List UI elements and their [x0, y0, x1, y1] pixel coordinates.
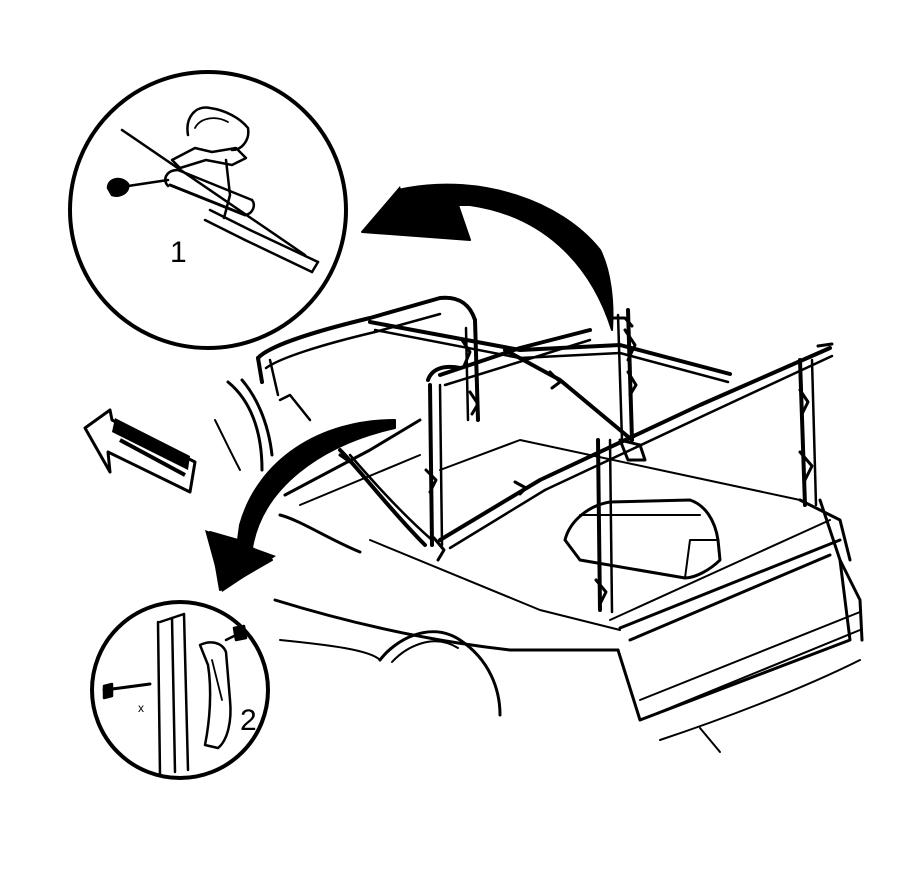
callout-1: 1	[68, 70, 348, 350]
truck-body	[214, 378, 864, 753]
callout-2-number: 2	[240, 704, 257, 737]
top-frame	[256, 295, 834, 614]
curved-callout-arrow-icon	[361, 183, 614, 331]
callout-1-number: 1	[170, 236, 187, 269]
front-direction-arrow-icon	[83, 408, 197, 494]
curved-callout-arrow-icon-2	[205, 419, 396, 592]
frame-clamps	[338, 316, 834, 606]
callout-2-mark: x	[138, 701, 144, 715]
callout-2: x 2	[90, 600, 270, 780]
bed-toolbox	[563, 498, 722, 580]
